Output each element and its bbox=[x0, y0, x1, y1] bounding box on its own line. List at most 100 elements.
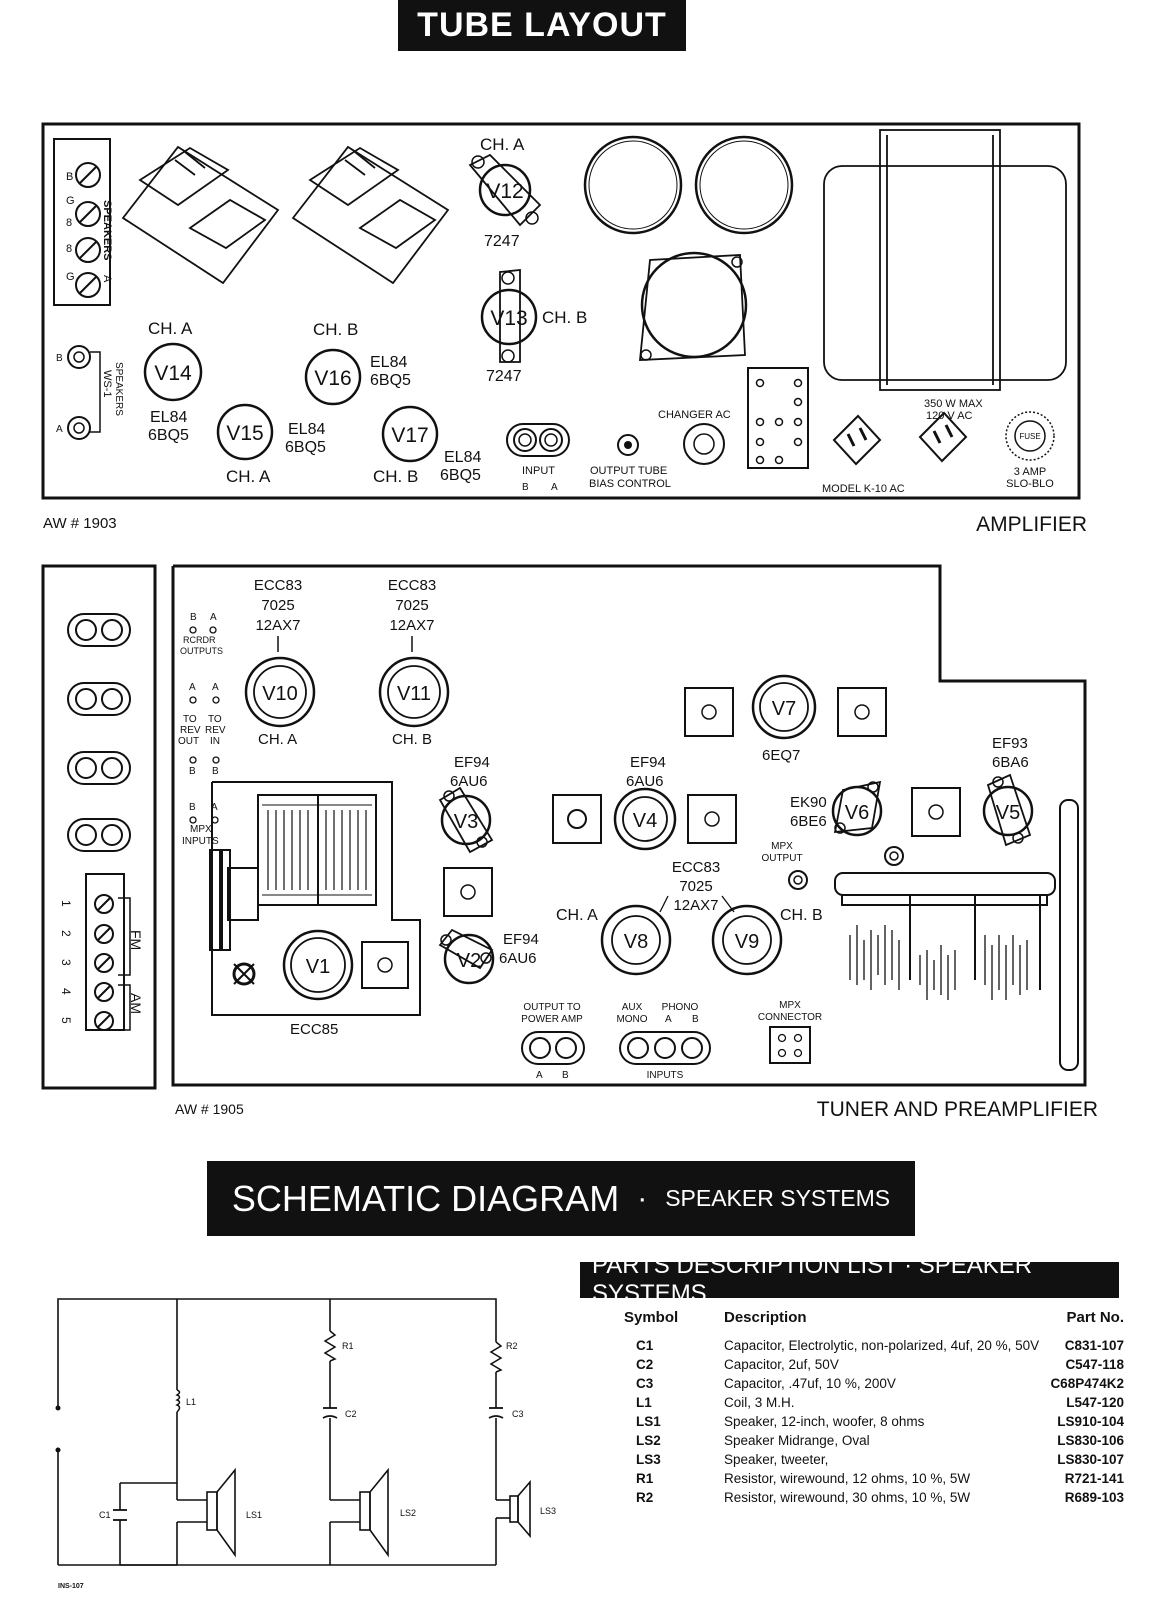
tube-v16-ch: CH. B bbox=[313, 320, 358, 339]
phono-a: A bbox=[665, 1014, 672, 1025]
tube-v4-type1: EF94 bbox=[630, 754, 666, 771]
tube-v11-id: V11 bbox=[397, 683, 431, 705]
coil-can-2 bbox=[443, 867, 493, 917]
row-symbol: C3 bbox=[636, 1376, 654, 1391]
spk-term-1: B bbox=[66, 171, 73, 183]
tube-v4-id: V4 bbox=[633, 810, 657, 832]
schematic-subtitle: SPEAKER SYSTEMS bbox=[665, 1185, 891, 1211]
row-part-no: LS830-106 bbox=[1057, 1433, 1124, 1448]
tube-v1 bbox=[282, 929, 354, 1001]
row-symbol: L1 bbox=[636, 1395, 652, 1410]
label-c3: C3 bbox=[512, 1409, 524, 1419]
tube-v10-type1: ECC83 bbox=[254, 577, 302, 594]
tube-v13-type: 7247 bbox=[486, 368, 522, 385]
fuse-holder bbox=[1005, 411, 1055, 461]
mpx-conn-2: CONNECTOR bbox=[758, 1012, 822, 1023]
ws1-jack-b bbox=[67, 345, 91, 369]
tube-v12 bbox=[468, 153, 542, 227]
rev-rev-2: REV bbox=[205, 725, 226, 736]
table-row: R1 Resistor, wirewound, 12 ohms, 10 %, 5… bbox=[596, 1469, 1128, 1488]
tube-v9-id: V9 bbox=[735, 931, 759, 953]
label-r2: R2 bbox=[506, 1341, 518, 1351]
max-label-2: 120 V AC bbox=[926, 410, 973, 422]
parts-table: Symbol Description Part No. C1 Capacitor… bbox=[596, 1305, 1128, 1507]
tube-v2-id: V2 bbox=[457, 950, 481, 972]
tube-v2-type1: EF94 bbox=[503, 931, 539, 948]
table-row: R2 Resistor, wirewound, 30 ohms, 10 %, 5… bbox=[596, 1488, 1128, 1507]
front-strip bbox=[41, 564, 157, 1090]
tube-v3-id: V3 bbox=[454, 811, 478, 833]
front-jacks bbox=[67, 613, 131, 852]
tube-v9-ch: CH. B bbox=[780, 907, 823, 924]
table-row: LS1 Speaker, 12-inch, woofer, 8 ohms LS9… bbox=[596, 1412, 1128, 1431]
tube-v15-ch: CH. A bbox=[226, 467, 271, 486]
label-ls3: LS3 bbox=[540, 1506, 556, 1516]
tube-v9 bbox=[711, 904, 783, 976]
tube-v4-type2: 6AU6 bbox=[626, 773, 664, 790]
input-b: B bbox=[522, 482, 529, 493]
output-to-1: OUTPUT TO bbox=[523, 1002, 580, 1013]
coil-can-7 bbox=[911, 787, 961, 837]
tube-v15-type1: EL84 bbox=[288, 421, 325, 438]
mpx-adjust bbox=[884, 846, 904, 866]
tube-v10-type2: 7025 bbox=[261, 597, 294, 614]
ant-2: 2 bbox=[59, 930, 73, 937]
tuner-chassis bbox=[171, 564, 1087, 1087]
tube-v13-ch: CH. B bbox=[542, 308, 587, 327]
table-row: C1 Capacitor, Electrolytic, non-polarize… bbox=[596, 1336, 1128, 1355]
tube-v16-type2: 6BQ5 bbox=[370, 372, 411, 389]
amplifier-chassis bbox=[41, 122, 1081, 500]
schematic-title: SCHEMATIC DIAGRAM bbox=[231, 1177, 620, 1219]
label-r1: R1 bbox=[342, 1341, 354, 1351]
row-symbol: C1 bbox=[636, 1338, 654, 1353]
tube-v16-id: V16 bbox=[314, 367, 351, 390]
fuse-slo-blo: SLO-BLO bbox=[1006, 478, 1054, 490]
tube-v6-id: V6 bbox=[845, 802, 869, 824]
filter-cap-2 bbox=[694, 135, 794, 235]
table-row: C2 Capacitor, 2uf, 50V C547-118 bbox=[596, 1355, 1128, 1374]
ins-number: INS-107 bbox=[58, 1583, 84, 1590]
tube-layout-banner: TUBE LAYOUT bbox=[398, 0, 686, 51]
input-label: INPUT bbox=[522, 465, 555, 477]
output-transformer-a bbox=[121, 145, 280, 285]
ws1-jack-a bbox=[67, 416, 91, 440]
coil-can-5 bbox=[684, 687, 734, 737]
tube-v15 bbox=[216, 403, 274, 461]
tube-v14-type1: EL84 bbox=[150, 409, 187, 426]
tube-v17-type2: 6BQ5 bbox=[440, 467, 481, 484]
row-part-no: R721-141 bbox=[1064, 1471, 1124, 1486]
spk-term-4: 8 bbox=[66, 243, 72, 255]
tube-v17-ch: CH. B bbox=[373, 467, 418, 486]
tube-v11 bbox=[378, 656, 450, 728]
tube-v16 bbox=[304, 348, 362, 406]
tube-v10-type3: 12AX7 bbox=[255, 617, 300, 634]
tube-v17 bbox=[381, 405, 439, 463]
row-symbol: LS1 bbox=[636, 1414, 661, 1429]
tube-v8-ch: CH. A bbox=[556, 907, 598, 924]
tube-v6 bbox=[831, 780, 883, 837]
coil-can-6 bbox=[837, 687, 887, 737]
coil-can-4 bbox=[687, 794, 737, 844]
row-symbol: R2 bbox=[636, 1490, 654, 1505]
tube-v14-type2: 6BQ5 bbox=[148, 427, 189, 444]
ant-5: 5 bbox=[59, 1017, 73, 1024]
tube-v1-id: V1 bbox=[306, 956, 330, 978]
row-symbol: LS2 bbox=[636, 1433, 661, 1448]
tube-v7 bbox=[751, 674, 817, 740]
changer-ac-socket bbox=[683, 423, 725, 465]
speakers-side-a: A bbox=[101, 275, 113, 283]
tube-v14-id: V14 bbox=[154, 362, 192, 385]
rcrdr-a: A bbox=[210, 612, 217, 623]
tube-v4 bbox=[613, 787, 677, 851]
input-jacks-tuner bbox=[619, 1031, 711, 1065]
tube-v3-type2: 6AU6 bbox=[450, 773, 488, 790]
table-row: L1 Coil, 3 M.H. L547-120 bbox=[596, 1393, 1128, 1412]
tube-v10 bbox=[244, 656, 316, 728]
row-part-no: R689-103 bbox=[1064, 1490, 1124, 1505]
bias-control-knob bbox=[617, 434, 639, 456]
terminal-block bbox=[747, 367, 809, 469]
rcrdr-b: B bbox=[190, 612, 197, 623]
tube-v13 bbox=[480, 269, 538, 363]
phono-b: B bbox=[692, 1014, 699, 1025]
